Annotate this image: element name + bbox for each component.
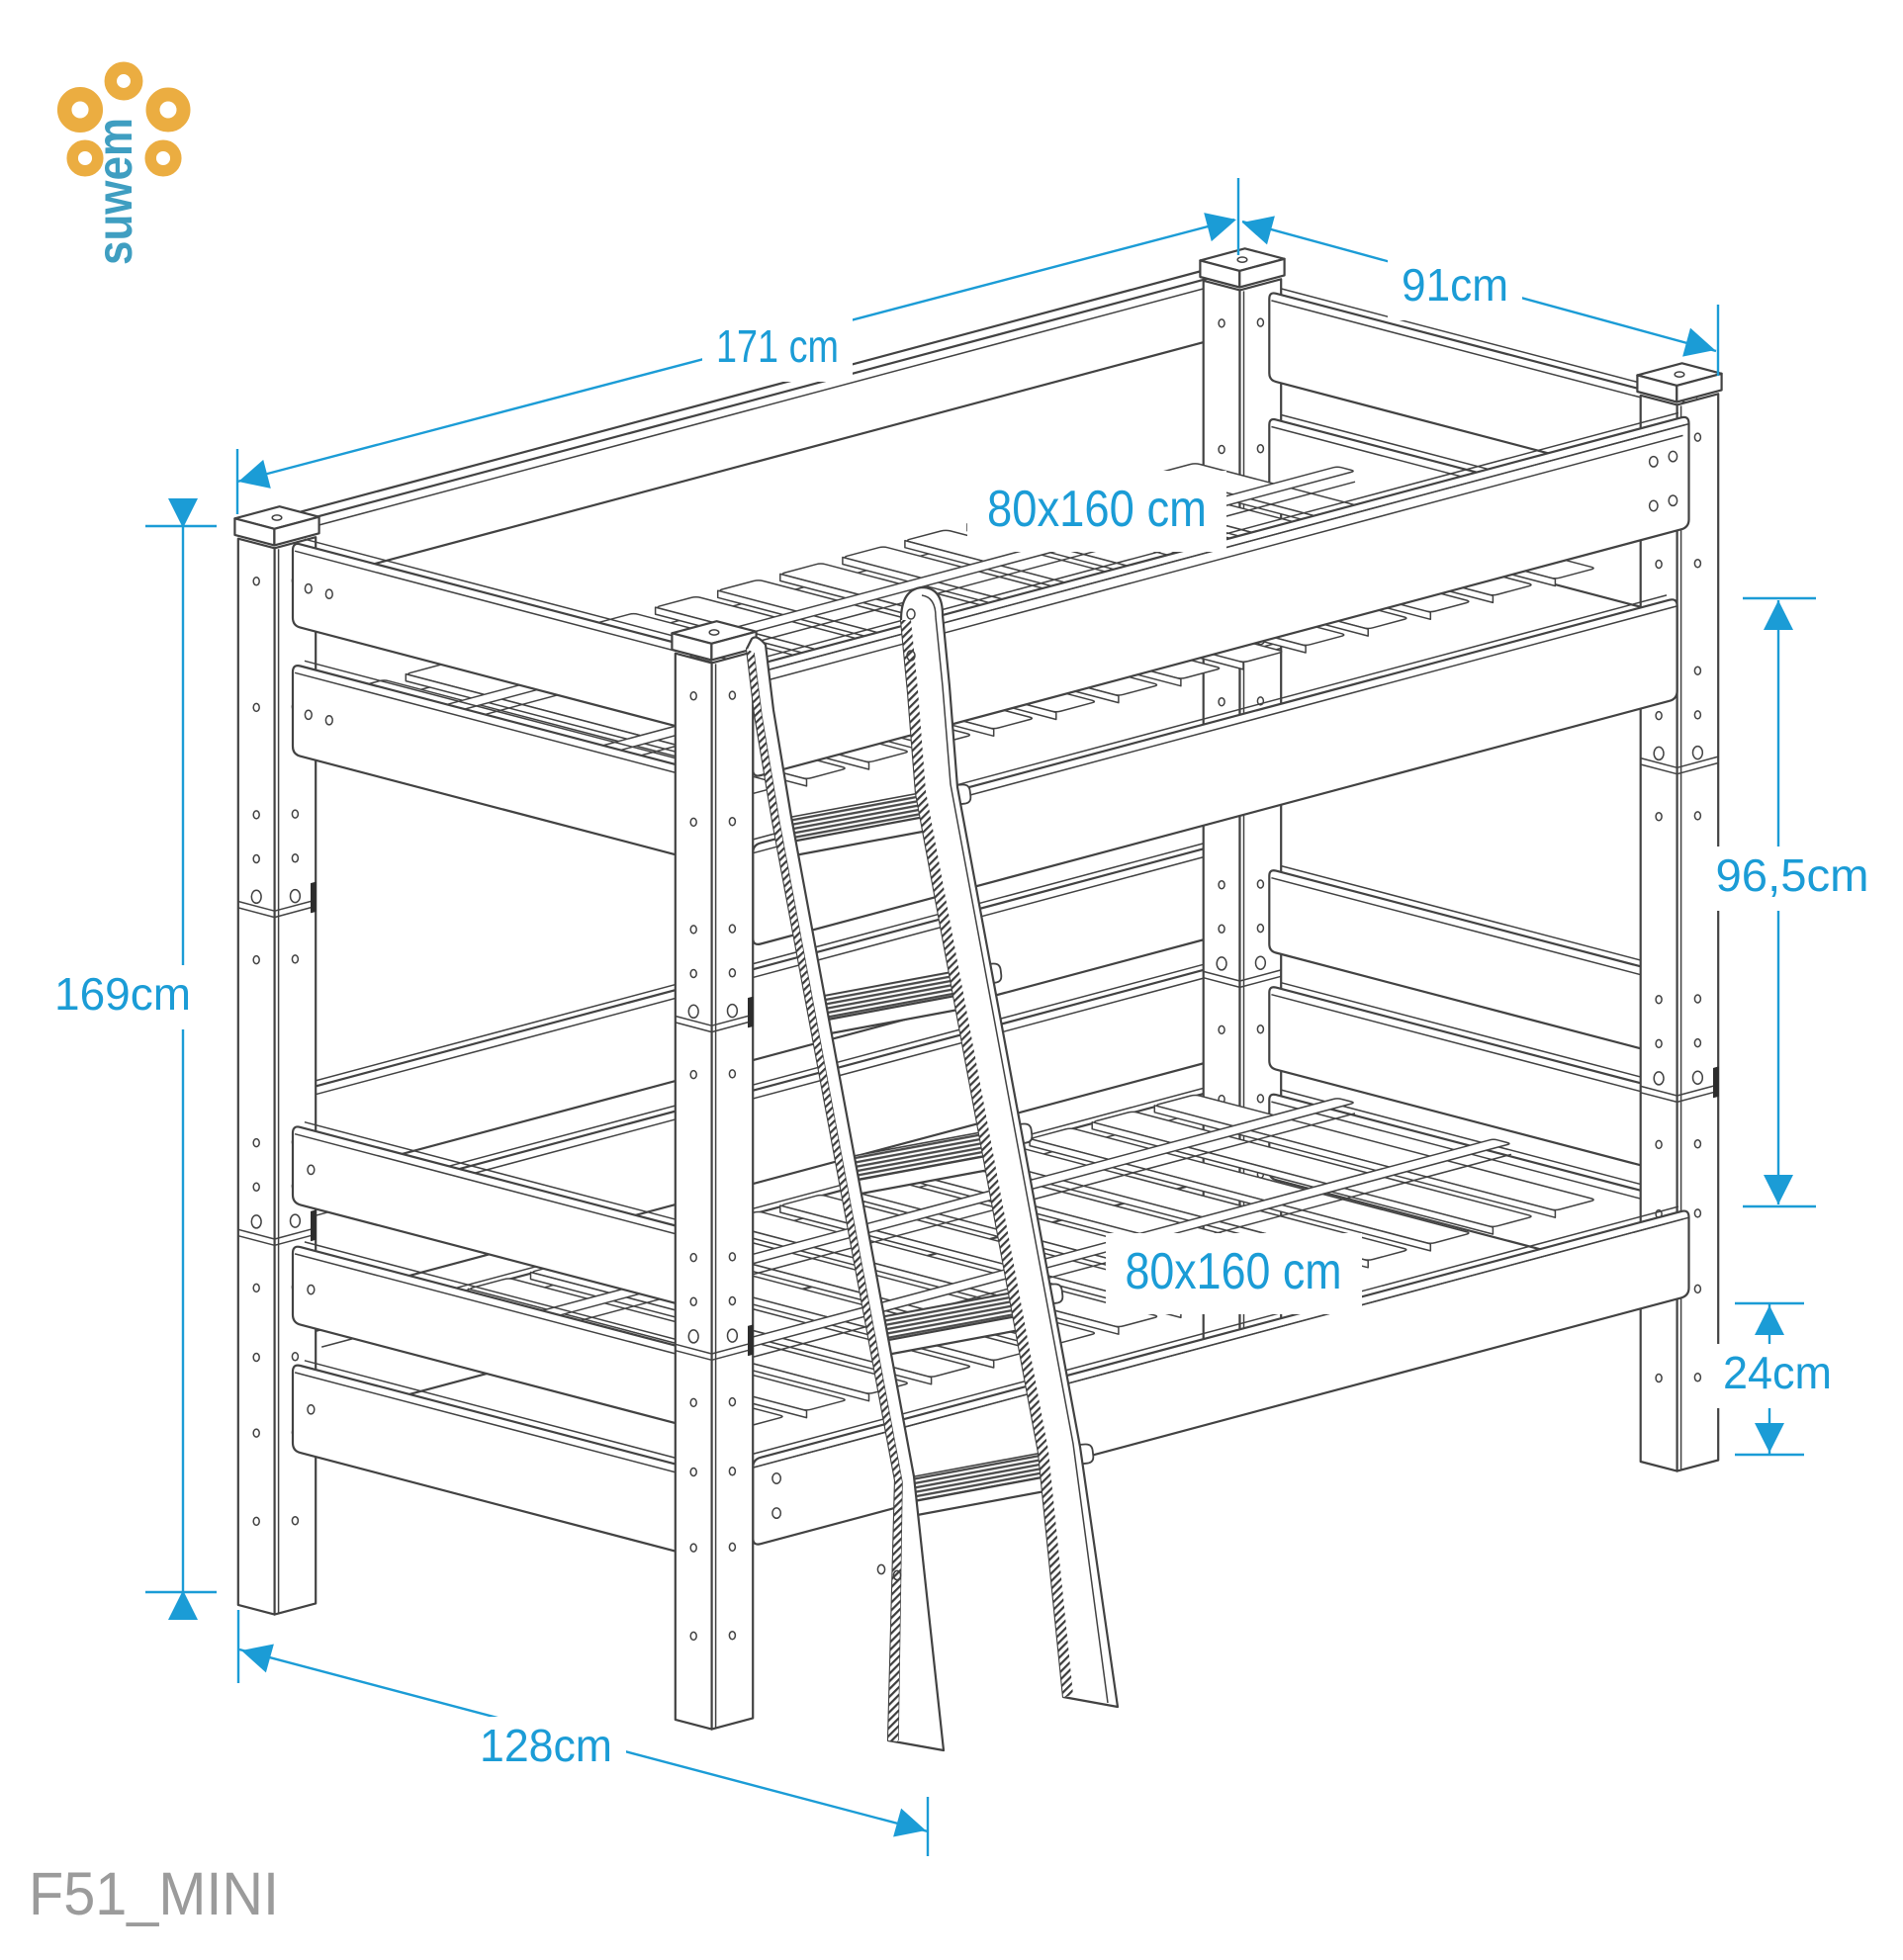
svg-text:suwem: suwem (87, 118, 142, 265)
svg-text:169cm: 169cm (54, 968, 191, 1020)
svg-text:80x160 cm: 80x160 cm (1126, 1243, 1342, 1300)
svg-text:96,5cm: 96,5cm (1716, 849, 1869, 901)
svg-text:F51_MINI: F51_MINI (29, 1860, 279, 1927)
svg-text:80x160 cm: 80x160 cm (987, 481, 1207, 538)
svg-text:128cm: 128cm (480, 1720, 612, 1771)
svg-text:171 cm: 171 cm (716, 320, 839, 372)
svg-text:91cm: 91cm (1402, 259, 1508, 311)
svg-text:24cm: 24cm (1723, 1347, 1832, 1398)
